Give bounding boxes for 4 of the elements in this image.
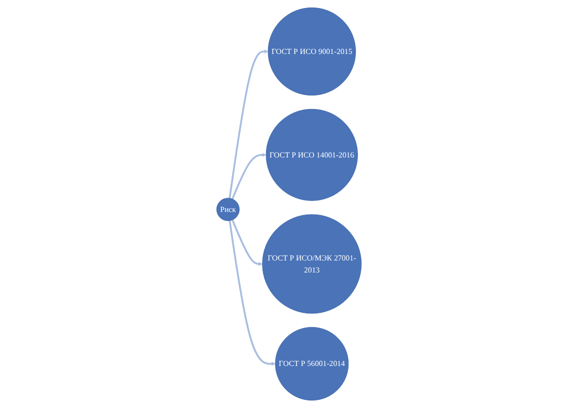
arrow: [228, 49, 268, 198]
arrow: [232, 220, 263, 266]
arrow: [228, 220, 276, 366]
arrow: [232, 152, 266, 200]
